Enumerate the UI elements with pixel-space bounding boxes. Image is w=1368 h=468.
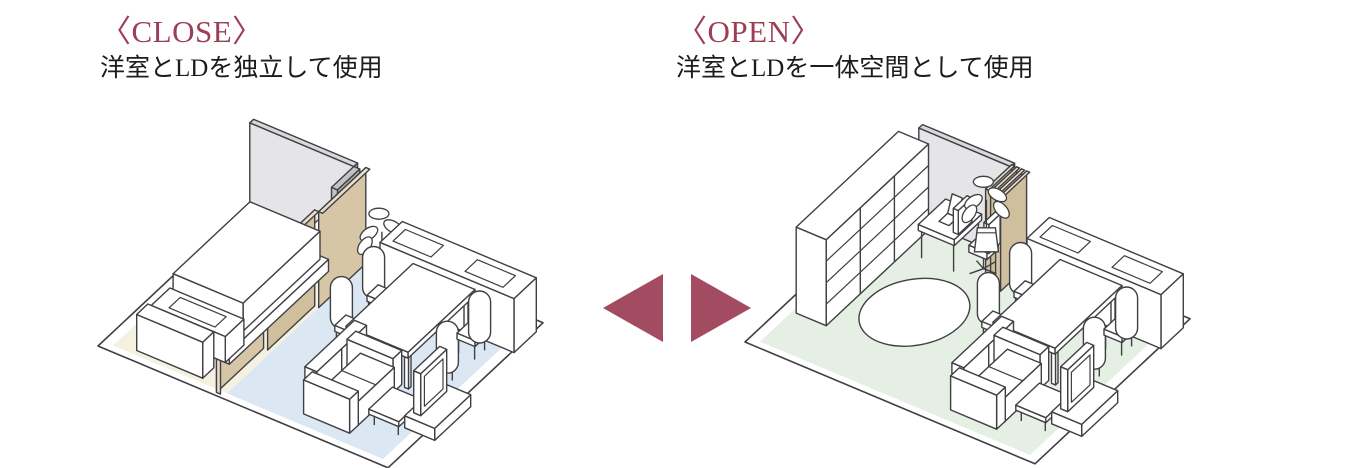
close-subtitle: 洋室とLDを独立して使用 xyxy=(100,54,383,82)
open-title: 〈OPEN〉 xyxy=(676,14,822,49)
close-title: 〈CLOSE〉 xyxy=(100,14,264,49)
panel-close: 〈CLOSE〉 洋室とLDを独立して使用 xyxy=(100,14,383,84)
open-room-illustration xyxy=(744,123,1191,465)
triangle-right-icon xyxy=(691,274,751,342)
panel-open: 〈OPEN〉 洋室とLDを一体空間として使用 xyxy=(676,14,1034,84)
open-subtitle: 洋室とLDを一体空間として使用 xyxy=(676,54,1034,82)
close-room-illustration xyxy=(97,118,544,468)
triangle-left-icon xyxy=(603,274,663,342)
